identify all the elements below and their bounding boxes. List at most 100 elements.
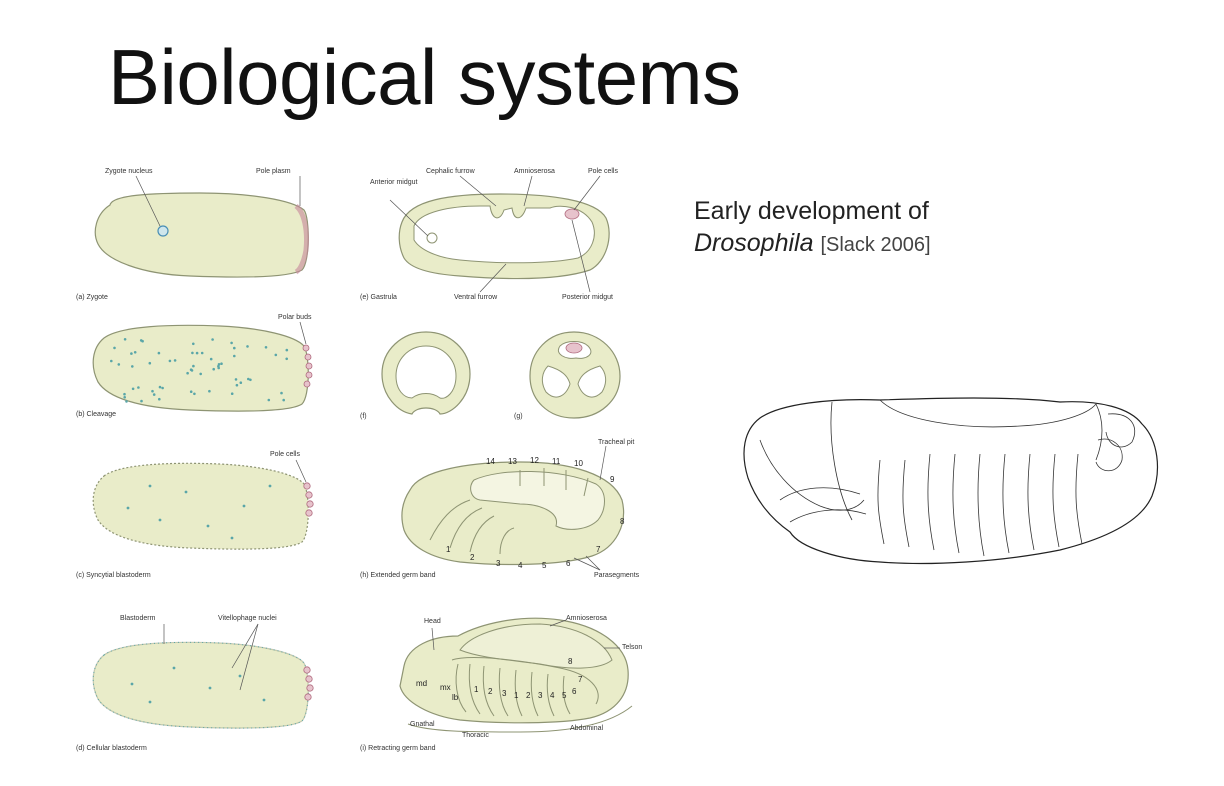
label-amnioserosa-i: Amnioserosa <box>566 615 607 622</box>
cleavage-nucleus <box>192 342 195 346</box>
caption-g: (g) <box>514 413 523 420</box>
label-parasegments: Parasegments <box>594 572 640 579</box>
cleavage-nucleus <box>189 368 193 372</box>
label-head: Head <box>424 618 441 625</box>
label-blastoderm: Blastoderm <box>120 615 156 622</box>
larva-segments <box>877 453 1083 557</box>
num-h-4: 4 <box>518 561 523 570</box>
panel-zygote: Zygote nucleus Pole plasm (a) Zygote <box>76 168 309 301</box>
label-abdominal: Abdominal <box>570 725 604 732</box>
panel-retracting-germ-band: Head Amnioserosa Telson Gnathal Thoracic… <box>360 615 642 752</box>
cleavage-nucleus <box>246 345 249 348</box>
cleavage-nucleus <box>280 391 283 395</box>
cleavage-nucleus <box>130 352 133 355</box>
cleavage-nucleus <box>267 398 271 402</box>
num-i-t1: 1 <box>474 685 479 694</box>
num-i-lb: lb <box>452 693 459 702</box>
label-pole-cells-e: Pole cells <box>588 168 618 175</box>
pole-cells-c <box>303 482 314 517</box>
cleavage-nucleus <box>110 359 113 363</box>
cleavage-nucleus <box>131 365 134 368</box>
label-zygote-nucleus: Zygote nucleus <box>105 168 153 175</box>
num-h-6: 6 <box>566 559 571 568</box>
cleavage-nucleus <box>173 359 177 362</box>
num-i-a6: 6 <box>572 687 577 696</box>
caption-cleavage: (b) Cleavage <box>76 411 116 418</box>
cleavage-nuclei <box>110 338 289 403</box>
cleavage-nucleus <box>161 386 164 390</box>
label-amnioserosa-e: Amnioserosa <box>514 168 555 175</box>
num-h-7: 7 <box>596 545 601 554</box>
cleavage-nucleus <box>239 381 243 385</box>
label-vitellophage-nuclei: Vitellophage nuclei <box>218 615 277 622</box>
cleavage-nucleus <box>125 400 128 403</box>
cleavage-nucleus <box>199 372 202 376</box>
caption-gastrula: (e) Gastrula <box>360 294 397 301</box>
cleavage-nucleus <box>151 389 154 393</box>
label-pole-plasm: Pole plasm <box>256 168 291 175</box>
num-h-2: 2 <box>470 553 475 562</box>
num-i-a5: 5 <box>562 691 567 700</box>
cleavage-nucleus <box>235 383 239 387</box>
num-h-1: 1 <box>446 545 451 554</box>
cleavage-nucleus <box>230 392 234 396</box>
label-telson: Telson <box>622 644 642 651</box>
num-i-a4: 4 <box>550 691 555 700</box>
cleavage-nucleus <box>191 351 194 355</box>
num-i-a8: 8 <box>568 657 573 666</box>
caption-line-1: Early development of <box>694 197 929 225</box>
cleavage-nucleus <box>139 339 143 342</box>
slide-title: Biological systems <box>108 33 741 121</box>
caption-retracting-germ-band: (i) Retracting germ band <box>360 745 436 752</box>
label-thoracic: Thoracic <box>462 732 489 739</box>
num-i-a1: 1 <box>514 691 519 700</box>
caption-zygote: (a) Zygote <box>76 294 108 301</box>
caption-cellular-blastoderm: (d) Cellular blastoderm <box>76 745 147 752</box>
num-h-12: 12 <box>530 456 539 465</box>
num-i-t2: 2 <box>488 687 493 696</box>
cleavage-nucleus <box>123 396 126 399</box>
larva-drawing <box>743 397 1159 565</box>
cleavage-nucleus <box>192 364 195 368</box>
cleavage-nucleus <box>247 377 250 381</box>
cleavage-nucleus <box>230 341 233 345</box>
cleavage-nucleus <box>217 366 220 370</box>
caption-syncytial-blastoderm: (c) Syncytial blastoderm <box>76 572 151 579</box>
cleavage-nucleus <box>123 338 127 341</box>
cleavage-nucleus <box>168 359 172 363</box>
label-posterior-midgut: Posterior midgut <box>562 294 613 301</box>
num-i-a7: 7 <box>578 675 583 684</box>
num-i-t3: 3 <box>502 689 507 698</box>
num-h-14: 14 <box>486 457 495 466</box>
figure-caption: Early development of Drosophila [Slack 2… <box>694 195 931 261</box>
cleavage-nucleus <box>137 386 140 389</box>
panel-cross-section-f: (f) <box>360 331 471 420</box>
cleavage-nucleus <box>123 392 126 396</box>
cleavage-nucleus <box>220 362 223 366</box>
label-cephalic-furrow: Cephalic furrow <box>426 168 476 175</box>
panel-cellular-blastoderm: Blastoderm Vitellophage nuclei (d) Cellu… <box>76 615 314 752</box>
cleavage-nucleus <box>211 338 214 341</box>
polar-buds <box>302 344 313 388</box>
panel-syncytial-blastoderm: Pole cells (c) Syncytial blastoderm <box>76 451 314 579</box>
cleavage-nucleus <box>193 392 196 396</box>
larva-segment-line <box>1027 453 1035 551</box>
larva-segment-line <box>1002 453 1010 554</box>
label-polar-buds: Polar buds <box>278 314 312 321</box>
caption-extended-germ-band: (h) Extended germ band <box>360 572 436 579</box>
num-i-a3: 3 <box>538 691 543 700</box>
larva-segment-line <box>1052 453 1060 548</box>
cleavage-nucleus <box>117 363 121 366</box>
cleavage-nucleus <box>113 346 116 350</box>
panel-cross-section-g: (g) <box>514 331 621 420</box>
larva-segment-line <box>927 453 935 551</box>
num-h-5: 5 <box>542 561 547 570</box>
num-i-a2: 2 <box>526 691 531 700</box>
num-h-9: 9 <box>610 475 615 484</box>
cleavage-nucleus <box>212 367 215 371</box>
caption-species: Drosophila <box>694 229 814 257</box>
caption-f: (f) <box>360 413 367 420</box>
cleavage-nucleus <box>233 354 236 358</box>
larva-segment-line <box>877 459 885 545</box>
